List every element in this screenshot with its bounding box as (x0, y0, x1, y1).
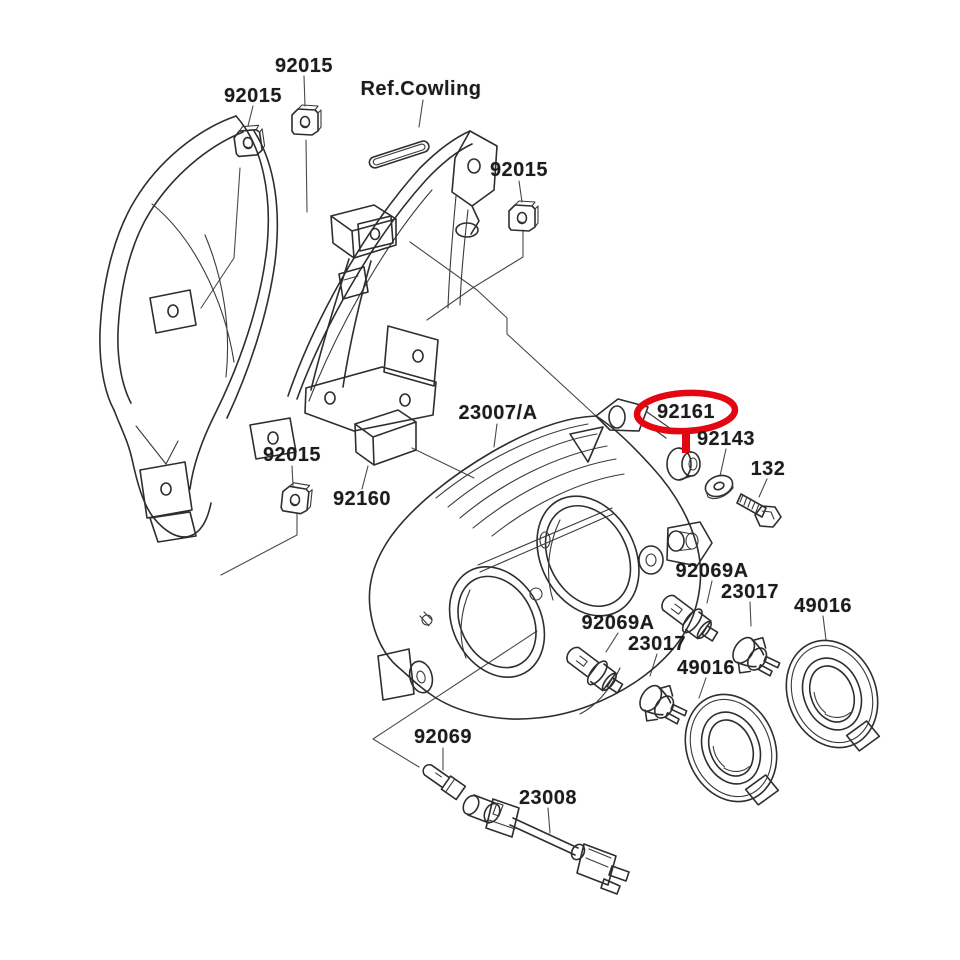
leader-lines (201, 76, 826, 833)
part-label-92015-bottom: 92015 (262, 444, 322, 466)
part-label-23008: 23008 (518, 787, 578, 809)
inner-cowl-drawing (288, 131, 497, 401)
part-label-23017-lower: 23017 (627, 633, 687, 655)
part-label-49016-upper: 49016 (793, 595, 853, 617)
cover-ring-49016-lower (668, 679, 797, 824)
part-label-92015-right: 92015 (489, 159, 549, 181)
clip-92015-bottom (279, 480, 314, 516)
part-label-92161-highlighted: 92161 (656, 401, 716, 423)
bulb-92069a-lower (559, 639, 629, 702)
washer-92143 (702, 472, 735, 500)
clip-92015-right (508, 200, 539, 232)
part-label-92069a-lower: 92069A (581, 612, 655, 634)
part-label-132: 132 (750, 458, 786, 480)
highlight-annotation (636, 390, 736, 453)
bolt-132 (737, 494, 781, 527)
part-label-23017-upper: 23017 (720, 581, 780, 603)
part-label-92143: 92143 (696, 428, 756, 450)
part-label-ref-cowling: Ref.Cowling (360, 78, 482, 100)
part-label-92160: 92160 (332, 488, 392, 510)
harness-23008 (460, 793, 629, 894)
part-label-92015-top: 92015 (274, 55, 334, 77)
cover-ring-49016-upper (769, 625, 898, 770)
outer-cowl-drawing (100, 116, 296, 542)
part-label-92069a-upper: 92069A (675, 560, 749, 582)
mounting-bracket-drawing (305, 205, 438, 431)
clip-92015-left (231, 123, 267, 159)
part-label-92069: 92069 (413, 726, 473, 748)
grommet-92161 (667, 448, 700, 480)
part-label-92015-left: 92015 (223, 85, 283, 107)
bulb-92069 (420, 761, 466, 800)
headlight-housing-drawing (369, 399, 712, 719)
clip-92015-top (291, 104, 322, 136)
part-label-23007-a: 23007/A (458, 402, 538, 424)
part-label-49016-lower: 49016 (676, 657, 736, 679)
damper-block-92160 (355, 410, 416, 465)
socket-23017-lower (630, 675, 695, 738)
